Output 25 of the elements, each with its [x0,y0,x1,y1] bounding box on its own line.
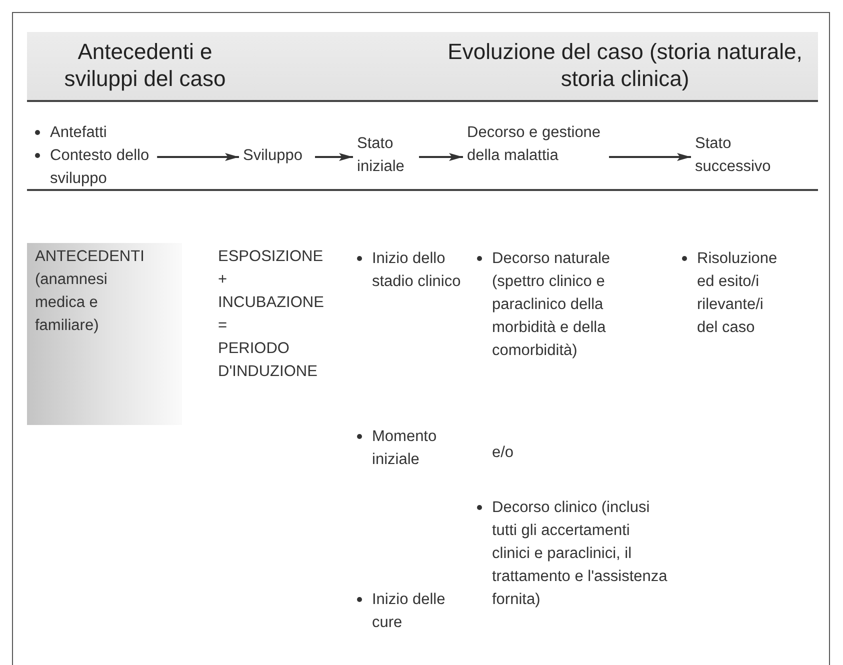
note-text: = [218,316,228,336]
stage-label: Stato successivo [695,132,775,178]
bullet-item: Antefatti [35,121,185,144]
bullet-item: Decorso clinico (inclusi tutti gli accertamenti clinici e paraclinici, il trattamento e l'assistenza fornita) [477,496,672,611]
arrow [157,153,239,161]
shaded-box [27,243,182,425]
arrow [419,153,463,161]
bullet-item: Momento iniziale [357,425,462,471]
note-text: e/o [492,443,514,463]
note-text: + [218,270,228,290]
arrow [609,153,691,161]
stage-label: Sviluppo [243,144,313,167]
bullet-item: Inizio delle cure [357,588,472,634]
arrow [315,153,353,161]
note-text: PERIODO D'INDUZIONE [218,339,318,382]
stage-label: Decorso e gestione della malattia [467,121,607,167]
column-heading: Antecedenti e sviluppi del caso [63,38,227,92]
bullet-item: Decorso naturale (spettro clinico e paraclinico della morbidità e della comorbidità) [477,247,657,362]
bullet-item: Inizio dello stadio clinico [357,247,462,293]
column-heading: Evoluzione del caso (storia naturale, storia clinica) [446,38,804,92]
stage-label: Stato iniziale [357,132,417,178]
note-text: INCUBAZIONE [218,293,324,313]
bullet-item: Risoluzione ed esito/i rilevante/i del caso [682,247,787,339]
bullet-item: Contesto dello sviluppo [35,144,185,190]
note-text: ESPOSIZIONE [218,247,324,267]
